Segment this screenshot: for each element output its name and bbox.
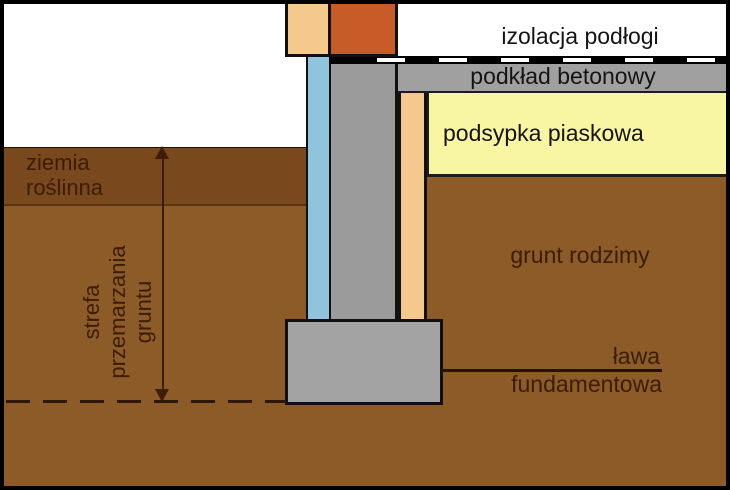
foundation-wall xyxy=(331,57,398,319)
concrete-underlay-band: podkład betonowy xyxy=(396,62,730,93)
arrow-head-bottom-icon xyxy=(155,389,169,402)
sky-area-right xyxy=(398,0,730,58)
frost-zone-label-line2: przemarzania xyxy=(105,245,130,379)
brick-wall-block xyxy=(328,0,398,57)
floor-insulation-strip xyxy=(329,56,730,64)
sky-area-left xyxy=(0,0,310,147)
frost-zone-label-line1: strefa xyxy=(79,284,104,340)
sand-bedding-region: podsypka piaskowa xyxy=(426,93,730,177)
footing-label-line1: ława xyxy=(612,343,660,369)
topsoil-label: ziemia roślinna xyxy=(26,150,103,200)
exterior-wall-block xyxy=(285,0,331,57)
frost-depth-dashed-line xyxy=(6,400,286,403)
footing-block xyxy=(285,319,443,405)
arrow-head-top-icon xyxy=(155,146,169,159)
topsoil-label-line2: roślinna xyxy=(26,175,104,200)
frost-zone-label: strefa przemarzania gruntu xyxy=(76,222,160,402)
frost-depth-arrow xyxy=(162,158,164,390)
topsoil-label-line1: ziemia xyxy=(26,150,90,175)
footing-leader-line xyxy=(441,369,662,372)
native-soil-label: grunt rodzimy xyxy=(510,242,650,268)
floor-insulation-dashes xyxy=(343,58,726,62)
concrete-underlay-label: podkład betonowy xyxy=(470,63,656,89)
wall-backfill-strip xyxy=(398,93,427,319)
frost-zone-label-line3: gruntu xyxy=(131,280,156,344)
vertical-insulation-strip xyxy=(306,57,331,319)
sand-bedding-label: podsypka piaskowa xyxy=(443,120,644,146)
floor-insulation-label: izolacja podłogi xyxy=(501,23,659,49)
footing-label-line2: fundamentowa xyxy=(511,371,662,397)
